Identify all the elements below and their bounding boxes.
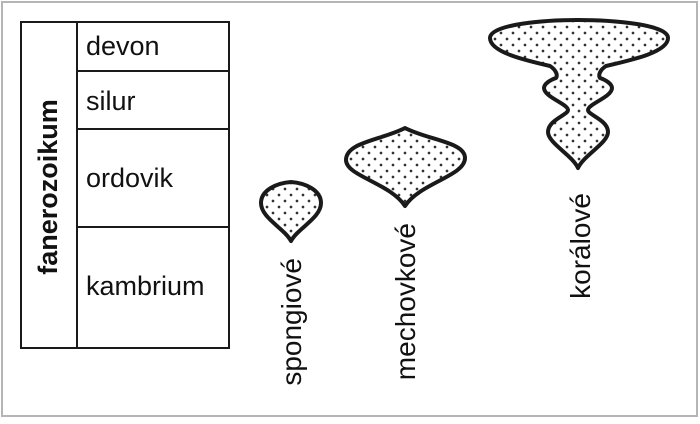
outer-frame (1, 1, 698, 417)
eon-label: fanerozoikum (33, 99, 63, 275)
stratigraphic-table (20, 21, 230, 349)
period-label-ordovik: ordovik (86, 163, 174, 193)
period-label-kambrium: kambrium (86, 271, 205, 301)
group-label-spongiove: spongiové (276, 258, 307, 386)
group-label-mechovkove: mechovkové (390, 223, 421, 380)
spindle-mechovkove (344, 126, 467, 208)
spindle-spongiove (259, 180, 323, 243)
period-label-silur: silur (86, 86, 136, 116)
spindle-koralove (488, 18, 670, 170)
table-outline (20, 21, 230, 349)
group-label-koralove: korálové (565, 193, 596, 299)
period-label-devon: devon (86, 31, 160, 61)
